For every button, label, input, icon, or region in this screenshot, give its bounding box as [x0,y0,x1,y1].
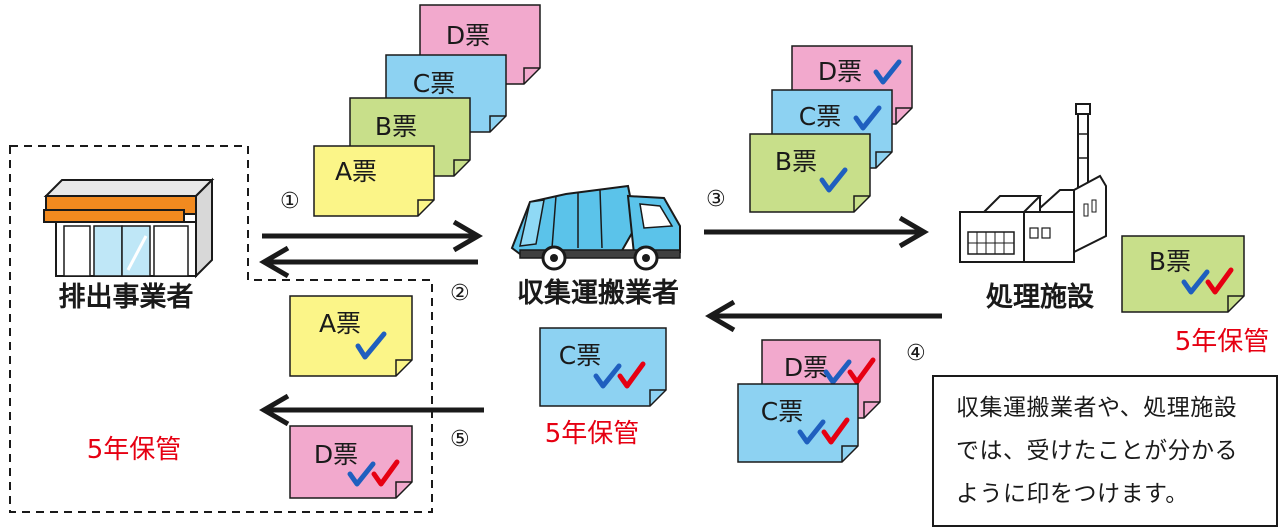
slip-d-label: D票 [446,21,490,50]
step-1: ① [280,189,300,214]
check-blue-icon [873,59,902,85]
check-red-icon [847,357,876,385]
note-line-2: では、受けたことが分かる [956,438,1238,464]
slip-d-collector-label: D票 [818,57,862,86]
generator-retention: 5年保管 [87,435,182,465]
arrow-5 [259,393,484,427]
slip-b-facility-label: B票 [1149,247,1191,276]
generator-label: 排出事業者 [59,282,194,313]
check-red-icon [821,417,850,445]
slip-a-generator [313,145,435,217]
generator-boundary [9,145,433,513]
check-red-icon [371,459,400,487]
factory-icon [959,103,1107,263]
facility-label: 処理施設 [986,281,1095,313]
collector-retention: 5年保管 [545,419,640,449]
arrow-1 [262,219,483,253]
slip-b-collector [749,133,871,213]
slip-b-label: B票 [375,112,417,141]
check-red-icon [617,361,646,389]
note-line-3: ように印をつけます。 [956,481,1189,507]
slip-a-returned [289,295,413,377]
store-icon [43,177,215,279]
slip-c-label: C票 [413,69,455,98]
arrow-4 [705,299,942,333]
check-blue-icon [853,105,882,131]
check-blue-icon [1181,269,1210,295]
step-5: ⑤ [450,427,470,452]
slip-d-returned-label: D票 [314,440,358,469]
slip-c-facility [737,383,859,463]
step-4: ④ [906,341,926,366]
collector-label: 収集運搬業者 [517,277,679,309]
check-blue-icon [819,167,848,193]
note-line-1: 収集運搬業者や、処理施設 [956,395,1238,421]
slip-c-collector-stack-label: C票 [799,102,841,131]
check-blue-icon [355,331,387,360]
check-blue-icon [797,419,826,445]
slip-c-facility-label: C票 [761,397,803,426]
slip-c-collector [539,327,667,407]
garbage-truck-icon [510,184,681,271]
arrow-3 [704,215,929,249]
facility-retention: 5年保管 [1175,327,1270,357]
slip-a-label: A票 [335,157,377,186]
step-2: ② [450,281,470,306]
slip-d-facility-label: D票 [784,353,828,382]
step-3: ③ [706,187,726,212]
check-blue-icon [823,359,852,385]
slip-c-collector-label: C票 [559,341,601,370]
check-blue-icon [347,461,376,487]
check-blue-icon [593,363,622,389]
check-red-icon [1205,267,1234,295]
slip-b-collector-label: B票 [775,147,817,176]
slip-a-returned-label: A票 [319,309,361,338]
note-box: 収集運搬業者や、処理施設 では、受けたことが分かる ように印をつけます。 [932,375,1278,527]
arrow-2 [259,245,478,279]
